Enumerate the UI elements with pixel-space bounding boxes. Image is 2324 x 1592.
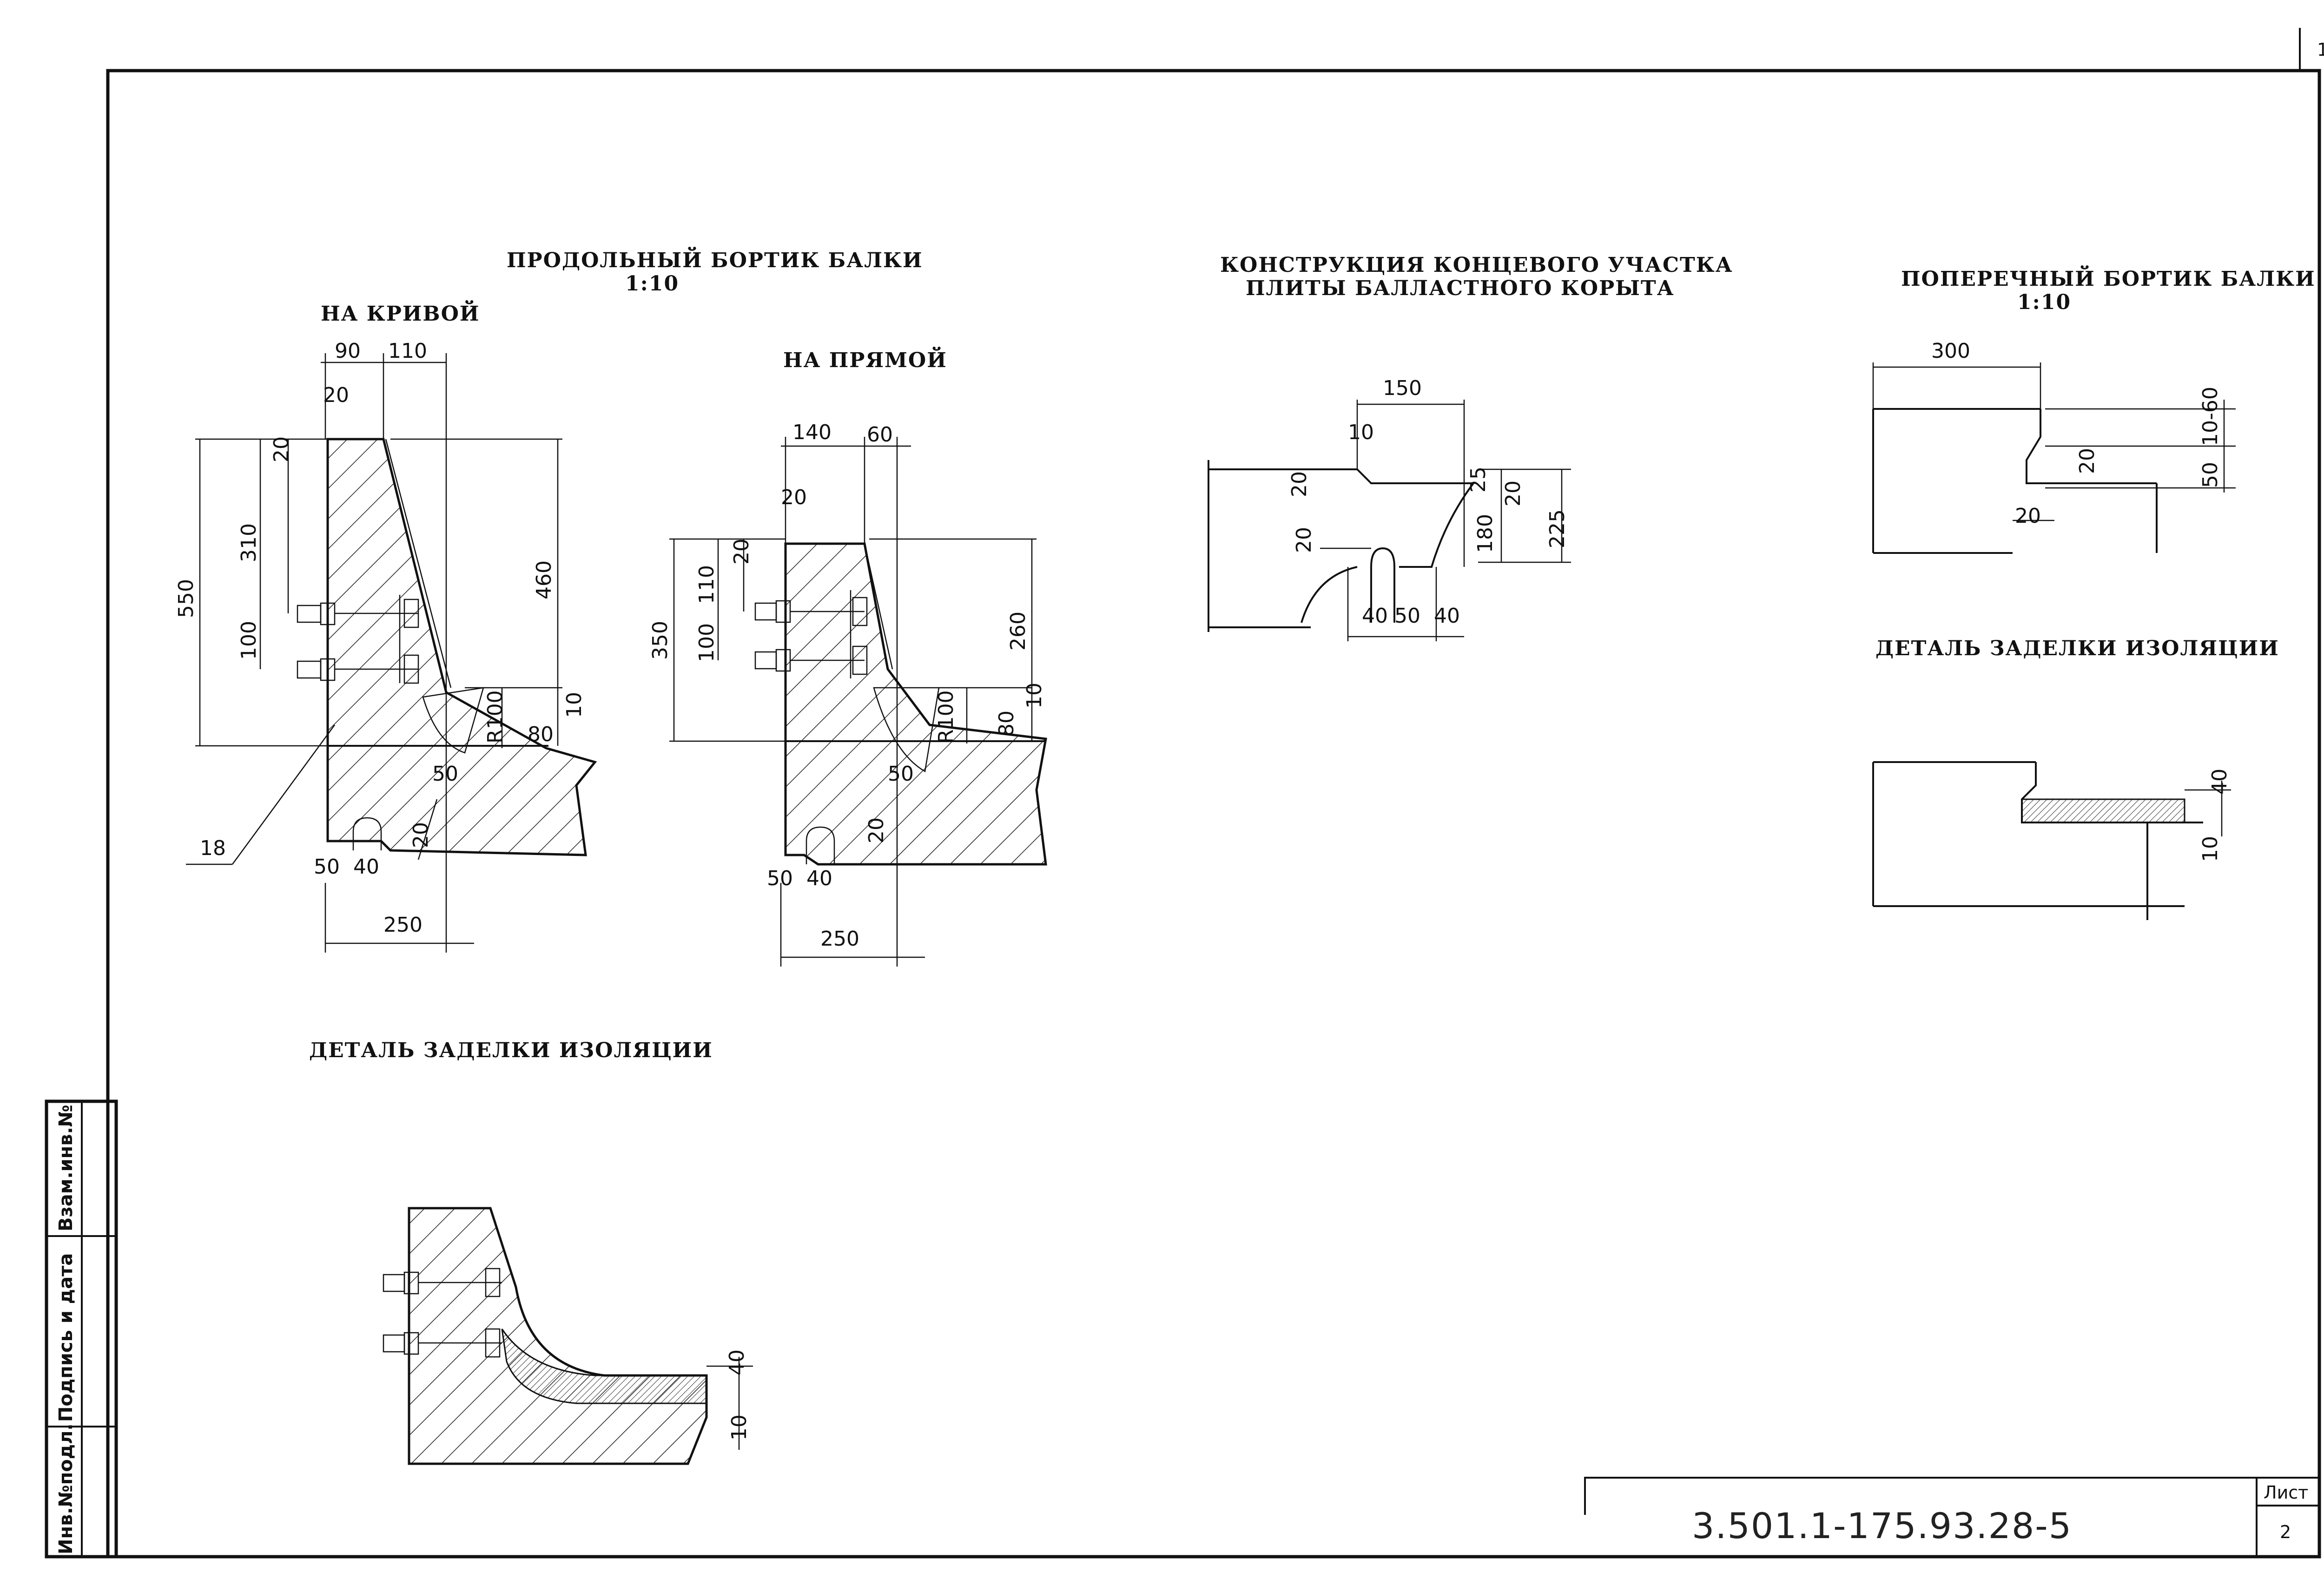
transverse-title: ПОПЕРЕЧНЫЙ БОРТИК БАЛКИ (1901, 265, 2316, 291)
transverse-dim-20: 20 (2075, 448, 2099, 474)
transverse-dim-50: 50 (2199, 462, 2222, 488)
straight-dim-110: 110 (695, 565, 719, 604)
straight-section-drawing: 140 60 20 20 110 350 100 260 R100 80 10 … (648, 421, 1047, 967)
stamp-column: Инв.№подл. Подпись и дата Взам.инв.№ (45, 1099, 118, 1559)
longitudinal-title: ПРОДОЛЬНЫЙ БОРТИК БАЛКИ (507, 246, 923, 272)
end-dim-20-low: 20 (1292, 527, 1316, 553)
curve-dim-20-bottom: 20 (409, 822, 433, 848)
insulation-detail-right: ДЕТАЛЬ ЗАДЕЛКИ ИЗОЛЯЦИИ 40 10 (1872, 637, 2279, 920)
transverse-dim-10-60: 10-60 (2199, 387, 2222, 446)
straight-dim-80: 80 (995, 710, 1018, 737)
curve-section-drawing: 90 110 20 20 310 550 100 460 R100 10 80 … (174, 339, 597, 953)
curve-dim-80: 80 (528, 723, 554, 746)
transverse-dim-300: 300 (1931, 339, 1970, 363)
end-dim-180: 180 (1473, 514, 1497, 553)
straight-dim-r100: R100 (934, 690, 958, 743)
document-code: 3.501.1-175.93.28-5 (1692, 1505, 2072, 1546)
corner-number: 1 (2317, 39, 2324, 60)
stamp-replace-inv: Взам.инв.№ (55, 1105, 77, 1231)
straight-dim-50: 50 (888, 762, 914, 786)
end-dim-225: 225 (1545, 509, 1569, 548)
curve-dim-20-top: 20 (323, 383, 349, 407)
detail-right-dim-40: 40 (2208, 769, 2232, 795)
sheet-label: Лист (2264, 1482, 2308, 1503)
stamp-inv-no: Инв.№подл. (55, 1423, 77, 1554)
detail-left-dim-40: 40 (725, 1349, 749, 1375)
end-dim-10: 10 (1348, 421, 1374, 444)
end-section: КОНСТРУКЦИЯ КОНЦЕВОГО УЧАСТКА ПЛИТЫ БАЛЛ… (1208, 253, 1733, 641)
straight-dim-40-bottom: 40 (806, 867, 832, 890)
sheet-frame: 1 (106, 28, 2324, 1559)
end-dim-20-right: 20 (1501, 480, 1525, 507)
insulation-detail-left: ДЕТАЛЬ ЗАДЕЛКИ ИЗОЛЯЦИИ 40 10 (309, 1039, 753, 1465)
curve-dim-50: 50 (432, 762, 458, 786)
transverse-section: ПОПЕРЕЧНЫЙ БОРТИК БАЛКИ 1:10 300 10-60 2… (1872, 265, 2316, 554)
curve-dim-250: 250 (383, 913, 423, 937)
straight-dim-10: 10 (1023, 683, 1046, 709)
end-dim-150: 150 (1383, 376, 1422, 400)
straight-dim-60: 60 (867, 423, 893, 447)
detail-right-title: ДЕТАЛЬ ЗАДЕЛКИ ИЗОЛЯЦИИ (1875, 637, 2279, 660)
straight-dim-140: 140 (792, 421, 832, 444)
end-dim-40-b: 40 (1434, 604, 1460, 628)
sheet-number: 2 (2280, 1522, 2291, 1542)
detail-left-dim-10: 10 (727, 1414, 751, 1441)
straight-dim-350: 350 (648, 621, 672, 660)
curve-title: НА КРИВОЙ (321, 300, 480, 326)
end-dim-25: 25 (1466, 467, 1490, 493)
curve-dim-r100: R100 (483, 690, 507, 743)
curve-dim-550: 550 (174, 579, 198, 618)
curve-dim-100: 100 (237, 621, 261, 660)
stamp-signature-date: Подпись и дата (55, 1253, 77, 1422)
end-dim-40-a: 40 (1362, 604, 1388, 628)
detail-left-title: ДЕТАЛЬ ЗАДЕЛКИ ИЗОЛЯЦИИ (309, 1039, 713, 1062)
straight-dim-20-bottom: 20 (865, 817, 888, 843)
end-dim-50: 50 (1394, 604, 1420, 628)
curve-dim-50-bottom: 50 (314, 855, 340, 879)
title-block: 3.501.1-175.93.28-5 Лист 2 (1584, 1477, 2319, 1557)
curve-dim-310: 310 (237, 523, 261, 562)
longitudinal-titles: ПРОДОЛЬНЫЙ БОРТИК БАЛКИ 1:10 НА КРИВОЙ Н… (321, 246, 947, 372)
end-section-title-2: ПЛИТЫ БАЛЛАСТНОГО КОРЫТА (1246, 276, 1675, 300)
end-section-title-1: КОНСТРУКЦИЯ КОНЦЕВОГО УЧАСТКА (1220, 253, 1733, 277)
detail-right-dim-10: 10 (2199, 836, 2222, 862)
straight-dim-20-top: 20 (781, 486, 807, 509)
curve-dim-90: 90 (335, 339, 361, 363)
straight-dim-250: 250 (820, 927, 859, 951)
straight-dim-100: 100 (695, 623, 719, 662)
straight-dim-50-bottom: 50 (767, 867, 793, 890)
end-dim-20-left: 20 (1287, 471, 1311, 497)
curve-dim-10: 10 (562, 692, 586, 718)
straight-dim-20-side: 20 (730, 539, 753, 565)
curve-dim-40-bottom: 40 (353, 855, 379, 879)
transverse-dim-20-bottom: 20 (2015, 504, 2041, 528)
transverse-scale: 1:10 (2017, 290, 2071, 314)
straight-dim-260: 260 (1006, 612, 1030, 651)
curve-dim-460: 460 (532, 560, 556, 599)
curve-dim-110: 110 (388, 339, 427, 363)
straight-title: НА ПРЯМОЙ (783, 346, 947, 372)
curve-dim-18: 18 (200, 836, 226, 860)
curve-dim-20-side: 20 (270, 436, 293, 462)
longitudinal-scale: 1:10 (625, 272, 679, 296)
